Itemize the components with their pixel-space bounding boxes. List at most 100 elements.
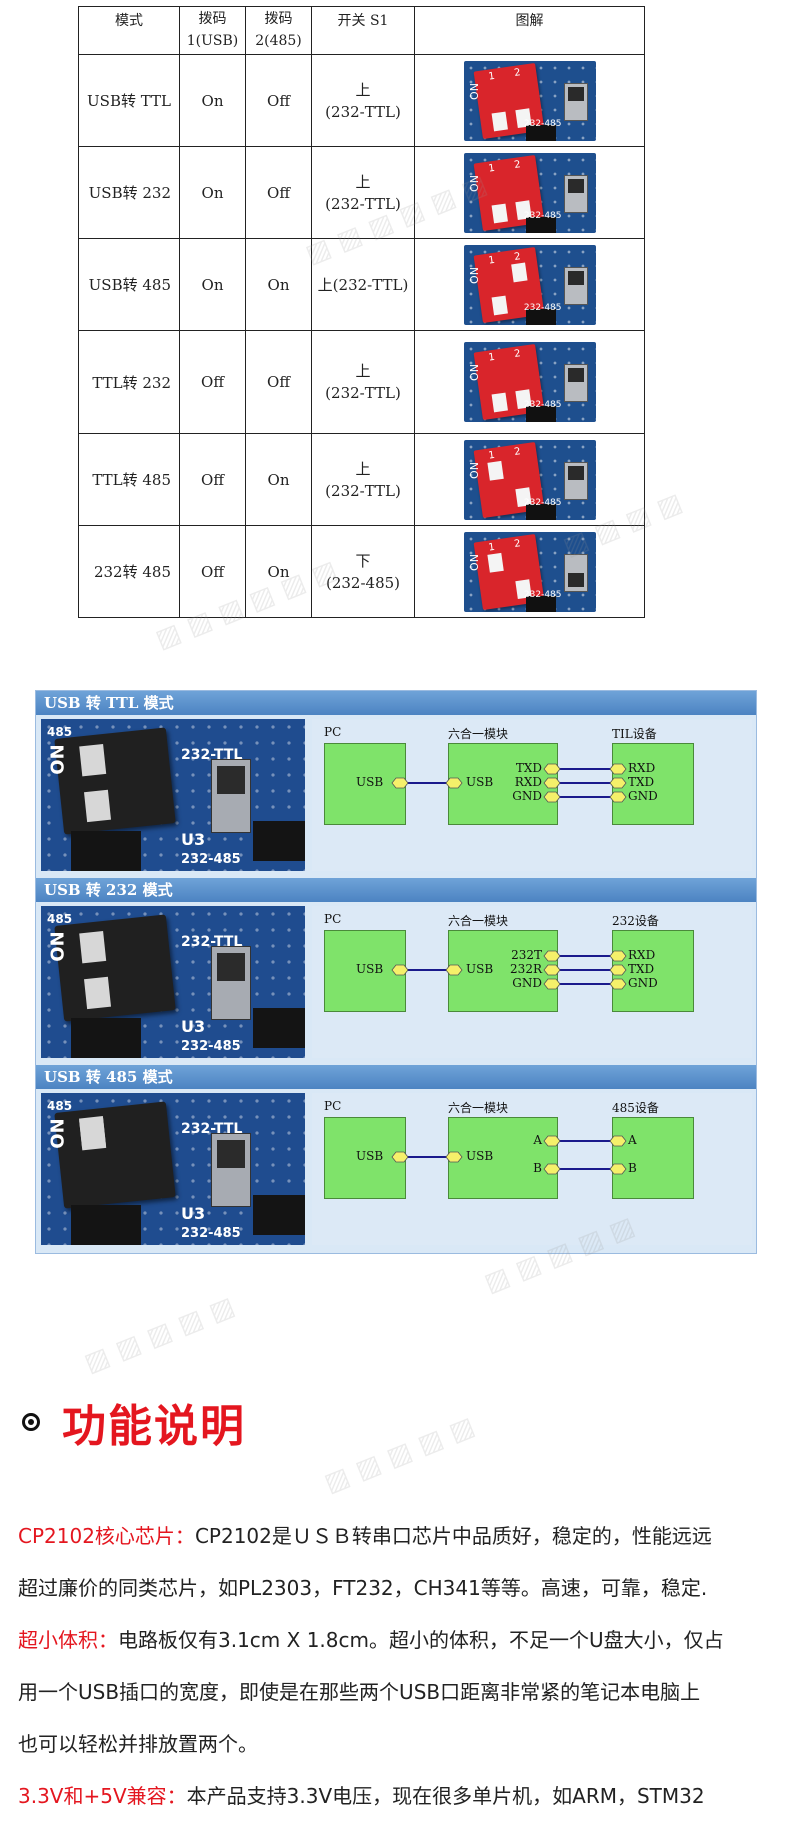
board-photo: 485 ON 232-TTL U3 232-485 bbox=[41, 1093, 305, 1245]
device-pin bbox=[609, 777, 627, 789]
device-pin bbox=[609, 978, 627, 990]
mode-cell: TTL转 232 bbox=[78, 330, 180, 434]
feature-line: 3.3V和+5V兼容：本产品支持3.3V电压，现在很多单片机，如ARM，STM3… bbox=[18, 1784, 705, 1808]
dip2-cell: On bbox=[245, 525, 312, 618]
module-usb-label: USB bbox=[466, 775, 494, 789]
module-label: 六合一模块 bbox=[448, 727, 509, 741]
module-pin bbox=[543, 964, 561, 976]
dip-switch-photo: 1 2 ON 232-485 bbox=[463, 531, 596, 612]
pc-label: PC bbox=[324, 912, 342, 926]
board-photo: 485 ON 232-TTL U3 232-485 bbox=[41, 719, 305, 871]
table-row: USB转 485 On On 上(232-TTL) 1 2 ON 232-485 bbox=[78, 238, 645, 331]
dip-switch-photo: 1 2 ON 232-485 bbox=[463, 244, 596, 325]
mode-panel: USB 转 232 模式 485 ON 232-TTL U3 232-485 P… bbox=[36, 878, 756, 1063]
feature-line: 超小体积：电路板仅有3.1cm X 1.8cm。超小的体积，不足一个U盘大小，仅… bbox=[18, 1628, 724, 1652]
device-label: 232设备 bbox=[612, 914, 659, 928]
feature-line: 超过廉价的同类芯片，如PL2303，FT232，CH341等等。高速，可靠，稳定… bbox=[18, 1576, 708, 1600]
section-heading: 功能说明 bbox=[22, 1394, 246, 1452]
dip-switch-photo: 1 2 ON 232-485 bbox=[463, 60, 596, 141]
module-pin-label: RXD bbox=[514, 775, 542, 789]
dip2-cell: On bbox=[245, 238, 312, 331]
wiring-diagram: USB 转 TTL 模式 485 ON 232-TTL U3 232-485 P… bbox=[35, 690, 757, 1254]
photo-cell: 1 2 ON 232-485 bbox=[414, 54, 645, 147]
module-usb-label: USB bbox=[466, 962, 494, 976]
dip1-cell: On bbox=[179, 146, 246, 239]
pc-port-label: USB bbox=[356, 775, 384, 789]
mode-cell: TTL转 485 bbox=[78, 433, 180, 526]
device-pin-label: GND bbox=[628, 976, 658, 990]
device-pin bbox=[609, 763, 627, 775]
s1-cell: 上 (232-TTL) bbox=[311, 54, 415, 147]
photo-cell: 1 2 ON 232-485 bbox=[414, 238, 645, 331]
target-icon bbox=[22, 1413, 40, 1431]
module-pin-label: B bbox=[533, 1161, 542, 1175]
table-row: TTL转 485 Off On 上 (232-TTL) 1 2 ON 232-4… bbox=[78, 433, 645, 526]
col-header-photo: 图解 bbox=[414, 6, 645, 55]
wires bbox=[391, 1135, 627, 1175]
pc-port-label: USB bbox=[356, 1149, 384, 1163]
module-box bbox=[448, 1117, 558, 1199]
feature-paragraph: CP2102核心芯片：CP2102是ＵＳＢ转串口芯片中品质好，稳定的，性能远远 … bbox=[18, 1510, 778, 1822]
photo-cell: 1 2 ON 232-485 bbox=[414, 525, 645, 618]
s1-cell: 上 (232-TTL) bbox=[311, 433, 415, 526]
s1-cell: 上 (232-TTL) bbox=[311, 330, 415, 434]
dip2-cell: Off bbox=[245, 54, 312, 147]
dip1-cell: Off bbox=[179, 433, 246, 526]
mode-cell: USB转 TTL bbox=[78, 54, 180, 147]
module-usb-pin bbox=[445, 1151, 463, 1163]
device-pin-label: RXD bbox=[628, 761, 656, 775]
panel-title: USB 转 485 模式 bbox=[36, 1065, 756, 1089]
dip2-cell: Off bbox=[245, 146, 312, 239]
s1-cell: 上(232-TTL) bbox=[311, 238, 415, 331]
device-pin bbox=[609, 791, 627, 803]
table-row: 232转 485 Off On 下 (232-485) 1 2 ON 232-4… bbox=[78, 525, 645, 618]
col-header-dip1: 拨码 1(USB) bbox=[179, 6, 246, 55]
module-pin-label: 232T bbox=[511, 948, 542, 962]
device-pin-label: RXD bbox=[628, 948, 656, 962]
col-header-dip2: 拨码 2(485) bbox=[245, 6, 312, 55]
photo-cell: 1 2 ON 232-485 bbox=[414, 330, 645, 434]
device-pin-label: TXD bbox=[628, 775, 655, 789]
col-header-mode: 模式 bbox=[78, 6, 180, 55]
s1-cell: 上 (232-TTL) bbox=[311, 146, 415, 239]
module-pin bbox=[543, 791, 561, 803]
feature-line: 也可以轻松并排放置两个。 bbox=[18, 1732, 258, 1756]
pc-label: PC bbox=[324, 1099, 342, 1113]
dip-switch-photo: 1 2 ON 232-485 bbox=[463, 342, 596, 422]
feature-label: 超小体积： bbox=[18, 1628, 118, 1652]
pc-label: PC bbox=[324, 725, 342, 739]
module-pin-label: TXD bbox=[515, 761, 542, 775]
feature-label: 3.3V和+5V兼容： bbox=[18, 1784, 187, 1808]
board-photo: 485 ON 232-TTL U3 232-485 bbox=[41, 906, 305, 1058]
device-box bbox=[612, 1117, 694, 1199]
module-usb-pin bbox=[445, 777, 463, 789]
s1-cell: 下 (232-485) bbox=[311, 525, 415, 618]
module-pin-label: GND bbox=[512, 789, 542, 803]
device-label: 485设备 bbox=[612, 1101, 659, 1115]
col-header-s1: 开关 S1 bbox=[311, 6, 415, 55]
mode-panel: USB 转 485 模式 485 ON 232-TTL U3 232-485 P… bbox=[36, 1065, 756, 1250]
dip1-cell: Off bbox=[179, 330, 246, 434]
wires bbox=[391, 763, 627, 803]
dip2-cell: On bbox=[245, 433, 312, 526]
device-box bbox=[612, 743, 694, 825]
dip2-cell: Off bbox=[245, 330, 312, 434]
mode-table: 模式 拨码 1(USB) 拨码 2(485) 开关 S1 图解 USB转 TTL… bbox=[78, 6, 645, 618]
wires bbox=[391, 950, 627, 990]
mode-cell: 232转 485 bbox=[78, 525, 180, 618]
device-pin-label: B bbox=[628, 1161, 637, 1175]
feature-line: CP2102核心芯片：CP2102是ＵＳＢ转串口芯片中品质好，稳定的，性能远远 bbox=[18, 1524, 712, 1548]
panel-title: USB 转 232 模式 bbox=[36, 878, 756, 902]
feature-line: 用一个USB插口的宽度，即使是在那些两个USB口距离非常紧的笔记本电脑上 bbox=[18, 1680, 701, 1704]
dip1-cell: On bbox=[179, 54, 246, 147]
section-title: 功能说明 bbox=[62, 1401, 246, 1452]
pc-port-label: USB bbox=[356, 962, 384, 976]
module-pin-label: GND bbox=[512, 976, 542, 990]
dip-switch-photo: 1 2 ON 232-485 bbox=[463, 152, 596, 233]
device-pin-label: TXD bbox=[628, 962, 655, 976]
photo-cell: 1 2 ON 232-485 bbox=[414, 433, 645, 526]
device-pin bbox=[609, 964, 627, 976]
pc-usb-pin bbox=[391, 964, 409, 976]
